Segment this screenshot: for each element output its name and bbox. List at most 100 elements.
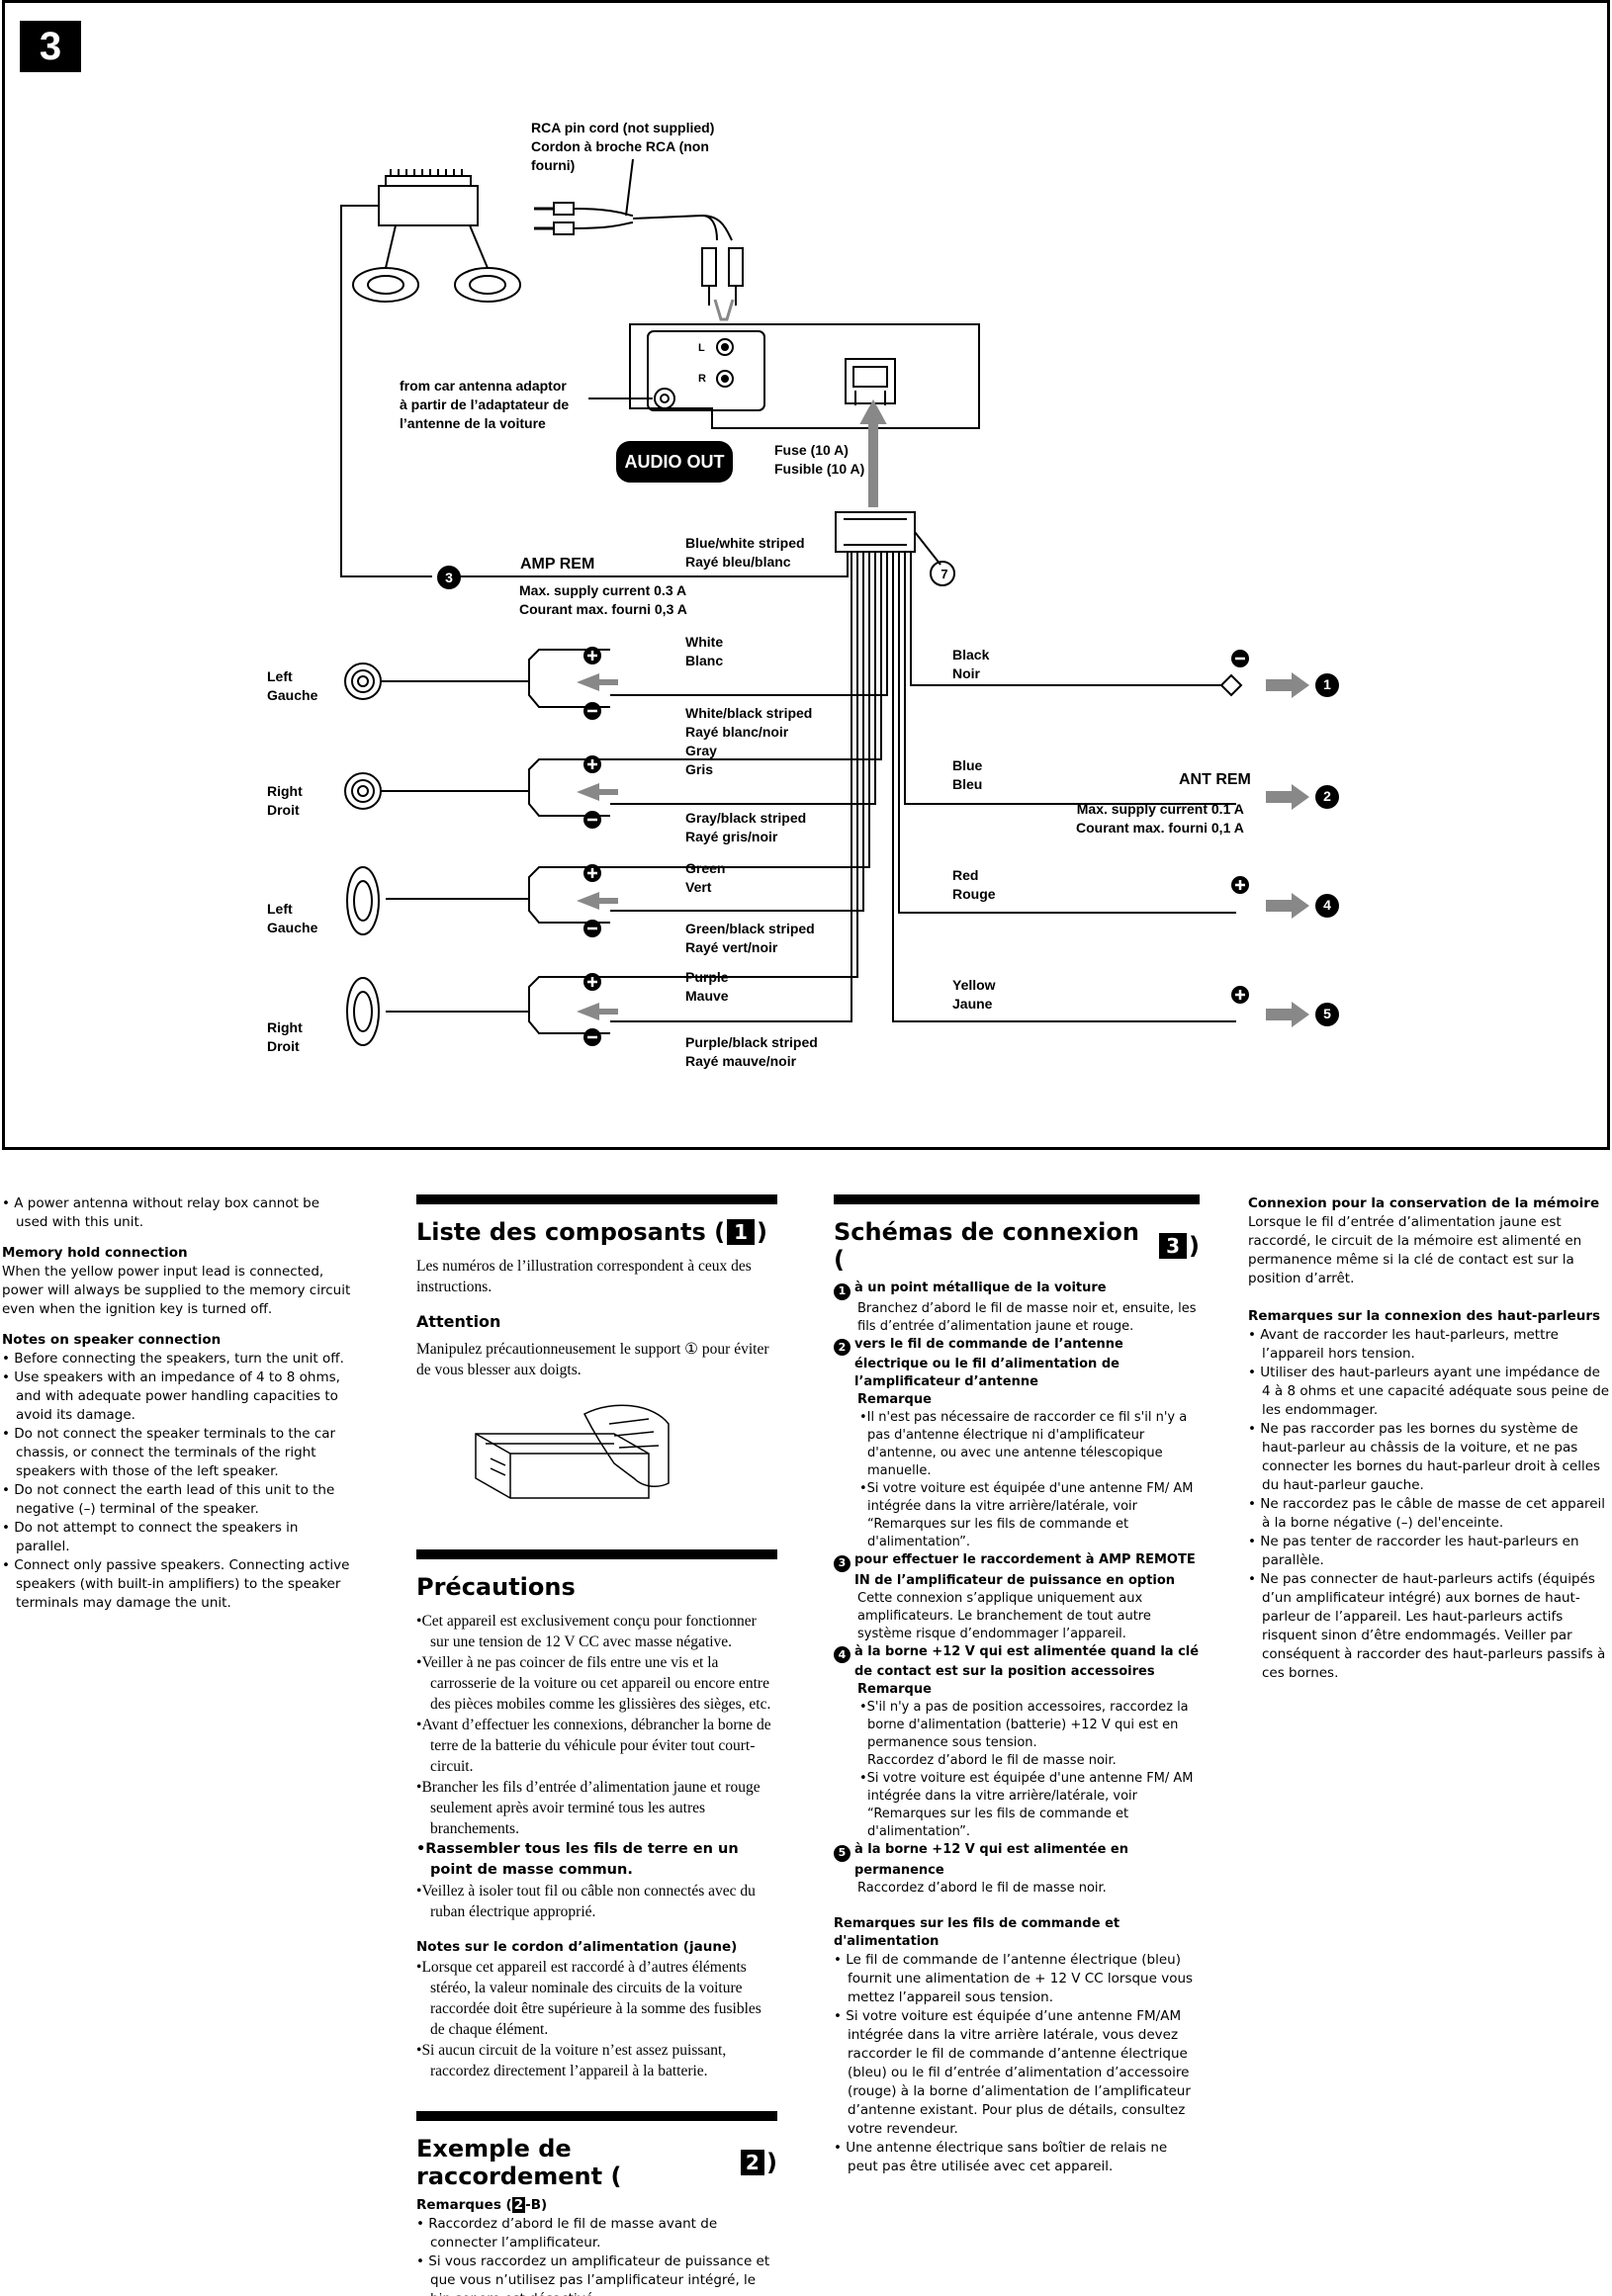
step-4-remarque: Remarque [857,1682,932,1697]
memory-hold-text: When the yellow power input lead is conn… [2,1264,351,1317]
list-item: •Cet appareil est exclusivement conçu po… [416,1613,757,1650]
output-number-2: 2 [1323,788,1331,804]
output-number-5: 5 [1323,1006,1331,1021]
list-item: • Connect only passive speakers. Connect… [2,1557,350,1611]
attention-heading: Attention [416,1312,501,1331]
list-item: •Veiller à ne pas coincer de fils entre … [416,1654,771,1713]
precautions-heading: Précautions [416,1549,777,1601]
speaker-3-minus-wire: Green/black striped Rayé vert/noir [685,921,815,955]
list-item: • Use speakers with an impedance of 4 to… [2,1369,340,1423]
step-4-note-1b: Raccordez d’abord le fil de masse noir. [867,1753,1117,1768]
step-1-title: à un point métallique de la voiture [854,1280,1107,1295]
list-item: • Ne pas connecter de haut-parleurs acti… [1248,1571,1606,1681]
speaker-2-plus-wire: Gray Gris [685,743,717,777]
yellow-wire-label: Yellow Jaune [952,977,996,1012]
section-2-badge: 2 [740,2150,765,2175]
fuse-label: Fuse (10 A) Fusible (10 A) [774,442,865,477]
step-2-title: vers le fil de commande de l’antenne éle… [854,1336,1123,1390]
list-item: • Le fil de commande de l’antenne électr… [834,1951,1194,2005]
step-4-title: à la borne +12 V qui est alimentée quand… [854,1643,1200,1680]
speaker-1-plus-wire: White Blanc [685,634,724,668]
connector-number: 7 [940,567,948,581]
amplifier-unit [378,185,479,226]
remarques-heading: Remarques (2-B) [416,2197,548,2213]
list-item: • Si votre voiture est équipée d’une ant… [834,2007,1191,2137]
speaker-1-position: Left Gauche [267,668,318,703]
step-1-text: Branchez d’abord le fil de masse noir et… [857,1300,1197,1334]
list-item: • Ne pas tenter de raccorder les haut-pa… [1248,1534,1579,1568]
rca-cord-label: RCA pin cord (not supplied) Cordon à bro… [531,120,715,173]
amp-rem-current-label: Max. supply current 0.3 A Courant max. f… [519,582,687,617]
output-number-4: 4 [1323,897,1331,913]
liste-text: Les numéros de l’illustration correspond… [416,1258,752,1295]
speaker-1-minus-wire: White/black striped Rayé blanc/noir [685,705,813,740]
step-5-title: à la borne +12 V qui est alimentée en pe… [854,1842,1128,1878]
speaker-terminal-group-3 [386,866,610,924]
output-number-1: 1 [1323,676,1331,692]
list-item: •Brancher les fils d’entrée d’alimentati… [416,1779,761,1837]
list-item: • Avant de raccorder les haut-parleurs, … [1248,1327,1559,1362]
liste-composants-heading: Liste des composants (1) [416,1194,777,1246]
section-number-badge: 3 [20,21,81,72]
speaker-2-position: Right Droit [267,783,303,818]
list-item: • Raccordez d’abord le fil de masse avan… [416,2216,718,2251]
list-item: •Avant d’effectuer les connexions, débra… [416,1717,771,1775]
list-item: •Veillez à isoler tout fil ou câble non … [416,1883,756,1920]
list-item: • Do not attempt to connect the speakers… [2,1520,299,1554]
list-item: • Before connecting the speakers, turn t… [2,1351,344,1367]
speaker-terminal-group-2 [381,758,610,817]
red-wire-label: Red Rouge [952,867,996,902]
amp-speaker-right [454,267,521,303]
step-3-text: Cette connexion s’applique uniquement au… [857,1590,1151,1641]
head-unit [629,323,980,429]
audio-out-badge: AUDIO OUT [616,441,733,483]
list-item: • Si vous raccordez un amplificateur de … [416,2253,770,2296]
column-french-memoire: Connexion pour la conservation de la mém… [1248,1194,1610,1683]
speaker-3-plus-wire: Green Vert [685,860,726,895]
list-item: • Ne pas raccorder pas les bornes du sys… [1248,1421,1601,1493]
exemple-raccordement-heading: Exemple de raccordement (2) [416,2111,777,2190]
step-3-title: pour effectuer le raccordement à AMP REM… [854,1552,1196,1588]
section-1-badge: 1 [727,1219,756,1245]
speaker-terminal-group-4 [386,976,610,1034]
bracket-handling-illustration [475,1404,670,1499]
amp-rem-number: 3 [445,570,453,585]
speaker-notes-heading: Notes on speaker connection [2,1332,222,1348]
cordon-notes-heading: Notes sur le cordon d’alimentation (jaun… [416,1939,738,1955]
attention-text: Manipulez précautionneusement le support… [416,1341,769,1378]
speaker-4-minus-wire: Purple/black striped Rayé mauve/noir [685,1034,818,1069]
step-4-note-2: •Si votre voiture est équipée d'une ante… [859,1771,1194,1839]
l-channel-label: L [698,342,705,354]
memoire-text: Lorsque le fil d’entrée d’alimentation j… [1248,1214,1582,1286]
wiring-diagram-graphic [340,158,1339,1046]
list-item: • Utiliser des haut-parleurs ayant une i… [1248,1365,1610,1418]
step-2-note-2: •Si votre voiture est équipée d'une ante… [859,1481,1194,1549]
wiring-diagram: 3 RCA pin cord (not supplied) Cordon à b… [2,0,1610,1150]
list-item: • Ne raccordez pas le câble de masse de … [1248,1496,1606,1531]
amp-rem-label: AMP REM [520,556,595,573]
speaker-4-position: Right Droit [267,1019,303,1054]
speaker-2-minus-wire: Gray/black striped Rayé gris/noir [685,810,807,844]
memory-hold-heading: Memory hold connection [2,1245,188,1261]
ant-rem-label: ANT REM [1179,771,1251,788]
hp-notes-heading: Remarques sur la connexion des haut-parl… [1248,1308,1601,1324]
column-french-components: Liste des composants (1) Les numéros de … [416,1194,777,2296]
step-2-note-1: •Il n'est pas nécessaire de raccorder ce… [859,1410,1188,1478]
remarques-fils-heading: Remarques sur les fils de commande et d'… [834,1915,1120,1949]
amp-speaker-left [352,267,419,303]
speaker-terminal-group-1 [381,649,610,708]
amp-rem-wire-label: Blue/white striped Rayé bleu/blanc [685,535,805,570]
ant-rem-current-label: Max. supply current 0.1 A Courant max. f… [1076,801,1244,836]
step-4-note-1: •S'il n'y a pas de position accessoires,… [859,1700,1189,1750]
list-item: • Do not connect the speaker terminals t… [2,1426,336,1479]
column-english-notes: • A power antenna without relay box cann… [2,1194,353,1613]
schemas-connexion-heading: Schémas de connexion (3) [834,1194,1200,1274]
list-item: • Do not connect the earth lead of this … [2,1482,335,1517]
section-3-badge: 3 [1159,1233,1188,1259]
step-5-text: Raccordez d’abord le fil de masse noir. [857,1880,1107,1896]
list-item: •Si aucun circuit de la voiture n’est as… [416,2042,727,2079]
speaker-3-position: Left Gauche [267,901,318,935]
speaker-4-plus-wire: Purple Mauve [685,969,729,1004]
r-channel-label: R [698,373,706,385]
